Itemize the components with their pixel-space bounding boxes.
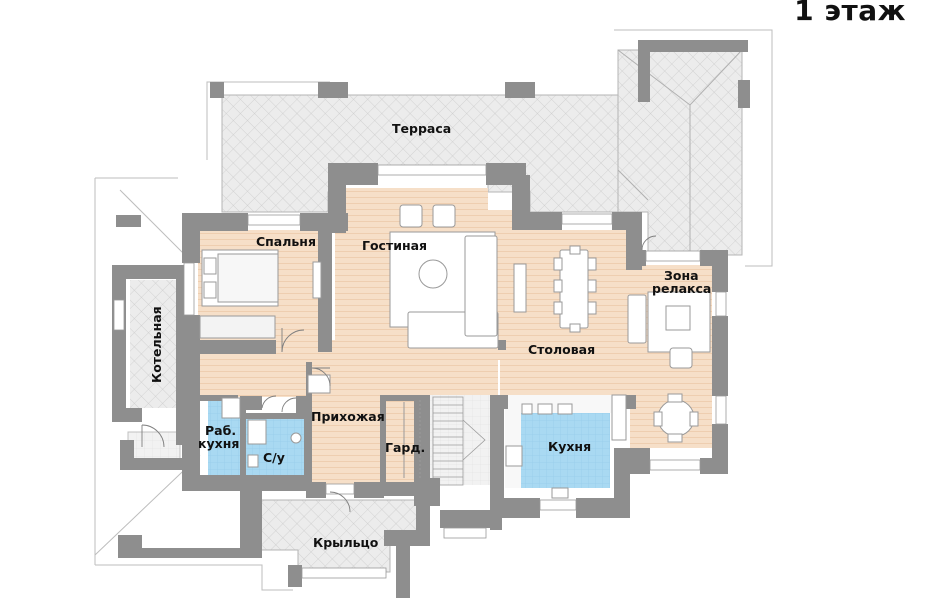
- walls: [112, 40, 750, 598]
- label-kitchen: Кухня: [548, 439, 591, 454]
- label-living: Гостиная: [362, 238, 427, 253]
- label-hallway: Прихожая: [311, 409, 385, 424]
- label-wardrobe: Гард.: [385, 440, 425, 455]
- doors: [141, 235, 657, 513]
- room-labels: Терраса Спальня Гостиная Зона релакса Ко…: [149, 121, 711, 550]
- label-utility-2: кухня: [198, 436, 239, 451]
- label-dining: Столовая: [528, 342, 595, 357]
- label-terrace: Терраса: [392, 121, 451, 136]
- label-bathroom: С/у: [263, 450, 285, 465]
- windows: [113, 164, 727, 579]
- furniture: [199, 204, 711, 499]
- label-porch: Крыльцо: [313, 535, 379, 550]
- label-bedroom: Спальня: [256, 234, 316, 249]
- floor-title: 1 этаж: [794, 0, 906, 27]
- label-utility-1: Раб.: [205, 423, 236, 438]
- label-relax-2: релакса: [652, 281, 711, 296]
- staircase: [432, 396, 486, 486]
- label-boiler: Котельная: [149, 306, 164, 383]
- interior-floors: [130, 188, 712, 488]
- label-relax-1: Зона: [664, 268, 699, 283]
- roof-outlines: [94, 29, 773, 591]
